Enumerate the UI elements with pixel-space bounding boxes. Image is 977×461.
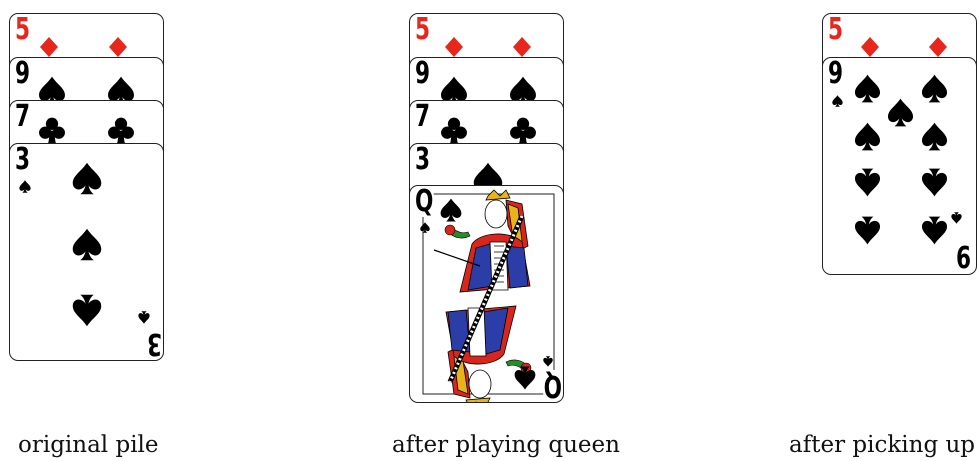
spade-icon: [921, 74, 948, 103]
diamond-icon: [859, 36, 881, 58]
card-rank: 7: [415, 102, 430, 132]
card-rank: 9: [828, 59, 843, 89]
spade-icon: [832, 95, 843, 107]
card-rank: 9: [415, 59, 430, 89]
spade-icon: [543, 356, 553, 367]
spade-icon: [887, 98, 914, 127]
card-rank: 5: [15, 15, 30, 45]
card-9-spades[interactable]: 9 6: [822, 57, 977, 275]
card-rank: Q: [415, 187, 433, 217]
card-3-spades[interactable]: 3 3: [9, 143, 164, 361]
card-rank: 5: [828, 15, 843, 45]
diamond-icon: [443, 36, 465, 58]
caption-after-playing-queen: after playing queen: [392, 432, 620, 458]
card-rank-inverted: 3: [147, 328, 162, 358]
spade-icon: [854, 122, 881, 151]
card-rank: 7: [15, 102, 30, 132]
spade-icon: [854, 216, 881, 245]
diamond-icon: [107, 36, 129, 58]
spade-icon: [72, 228, 102, 261]
card-rank-inverted: 6: [956, 244, 971, 274]
card-queen-spades[interactable]: Q Q: [409, 185, 564, 403]
spade-icon: [921, 168, 948, 197]
spade-icon: [420, 222, 430, 233]
card-rank: 9: [15, 59, 30, 89]
spade-icon: [19, 180, 31, 193]
diamond-icon: [511, 36, 533, 58]
diamond-icon: [38, 36, 60, 58]
spade-icon: [72, 294, 102, 327]
spade-icon: [951, 212, 962, 224]
spade-icon: [138, 311, 150, 324]
caption-original-pile: original pile: [18, 432, 159, 458]
card-rank-inverted: Q: [544, 370, 562, 400]
spade-icon: [854, 74, 881, 103]
card-rank: 5: [415, 15, 430, 45]
spade-icon: [514, 366, 536, 390]
spade-icon: [921, 122, 948, 151]
spade-icon: [921, 216, 948, 245]
spade-icon: [854, 168, 881, 197]
spade-icon: [440, 198, 462, 222]
caption-after-picking-up: after picking up: [789, 432, 975, 458]
diamond-icon: [927, 36, 949, 58]
card-rank: 3: [415, 145, 430, 175]
card-rank: 3: [15, 145, 30, 175]
spade-icon: [72, 162, 102, 195]
